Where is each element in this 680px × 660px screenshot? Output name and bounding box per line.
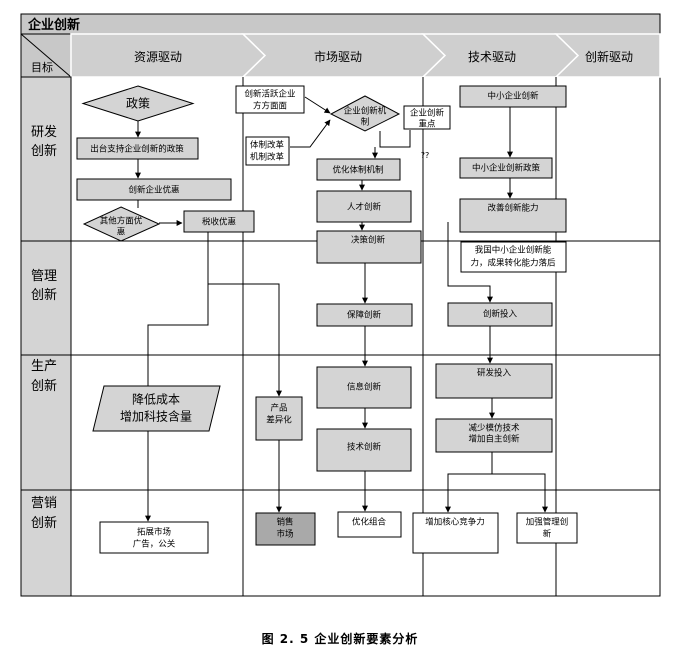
node-sme-innovation-label: 中小企业创新 bbox=[487, 91, 539, 102]
row-label-production: 创新 bbox=[31, 378, 57, 394]
node-other-benefit-label: 惠 bbox=[117, 227, 126, 238]
row-label-column bbox=[20, 76, 72, 597]
node-info bbox=[316, 366, 412, 409]
node-sales-market-label: 销售 bbox=[276, 517, 293, 528]
node-other-benefit-label: 其他方面优 bbox=[100, 216, 143, 227]
node-core-comp bbox=[412, 512, 499, 554]
driver-label-market: 市场驱动 bbox=[314, 49, 362, 64]
node-core-comp-label: 增加核心竞争力 bbox=[425, 517, 485, 528]
row-label-management: 管理 bbox=[31, 269, 57, 284]
node-guarantee bbox=[316, 303, 413, 327]
row-label-management: 创新 bbox=[31, 287, 57, 303]
driver-label-tech: 技术驱动 bbox=[468, 50, 516, 64]
node-reduce-cost bbox=[92, 385, 221, 432]
node-decision-label: 决策创新 bbox=[351, 235, 386, 246]
row-label-rd: 创新 bbox=[31, 143, 57, 159]
node-other-benefit bbox=[82, 206, 161, 242]
connector-line bbox=[379, 130, 411, 148]
connector-arrow bbox=[492, 473, 548, 513]
node-optimize-combo bbox=[337, 511, 402, 538]
node-optimize-mechanism bbox=[316, 158, 401, 181]
node-decision bbox=[316, 230, 422, 264]
node-improve-capacity bbox=[459, 198, 567, 233]
node-weak-capacity-label: 我国中小企业创新能 bbox=[475, 245, 552, 256]
node-mechanism-label: 制 bbox=[361, 117, 370, 128]
node-weak-capacity bbox=[460, 241, 567, 273]
node-guarantee-label: 保障创新 bbox=[347, 310, 382, 321]
node-expand-market-label: 广告，公关 bbox=[133, 539, 176, 550]
node-mechanism-label: 企业创新机 bbox=[344, 106, 387, 117]
node-sales-market-label: 市场 bbox=[276, 529, 293, 540]
node-reduce-cost-label: 降低成本 bbox=[132, 393, 180, 407]
node-innovation-benefit bbox=[76, 178, 232, 201]
node-focus-label: 企业创新 bbox=[410, 108, 445, 119]
node-management-label: 新 bbox=[543, 529, 552, 540]
connector-arrow bbox=[290, 119, 331, 148]
corner-diagonal bbox=[20, 33, 72, 78]
node-focus-label: 重点 bbox=[418, 119, 436, 130]
node-issue-policy bbox=[76, 137, 199, 160]
node-mechanism bbox=[329, 95, 401, 132]
node-invest-label: 创新投入 bbox=[483, 309, 518, 320]
row-label-production: 生产 bbox=[31, 359, 57, 374]
node-talent-label: 人才创新 bbox=[347, 202, 382, 213]
node-sme-innovation bbox=[459, 85, 567, 108]
node-tech bbox=[316, 428, 412, 472]
node-talent bbox=[316, 190, 412, 223]
node-own-tech-label: 增加自主创新 bbox=[468, 434, 520, 445]
node-system-reform-label: 机制改革 bbox=[250, 152, 285, 163]
node-optimize-mechanism-label: 优化体制机制 bbox=[332, 165, 383, 176]
node-product-diff-label: 产品 bbox=[270, 403, 287, 414]
node-focus bbox=[403, 105, 451, 130]
node-issue-policy-label: 出台支持企业创新的政策 bbox=[90, 144, 184, 155]
row-label-marketing: 营销 bbox=[31, 496, 57, 511]
node-tax-benefit bbox=[183, 210, 255, 233]
driver-label-innovation: 创新驱动 bbox=[585, 49, 633, 64]
node-sme-policy bbox=[459, 157, 553, 179]
node-product-diff-label: 差异化 bbox=[266, 415, 292, 426]
node-market-guide bbox=[235, 85, 305, 114]
connector-arrow bbox=[208, 283, 282, 397]
node-improve-capacity-label: 改善创新能力 bbox=[487, 203, 538, 214]
node-tech-label: 技术创新 bbox=[347, 442, 382, 453]
node-rd-invest-label: 研发投入 bbox=[477, 368, 512, 379]
connector-arrow bbox=[447, 222, 493, 303]
node-reduce-cost-label: 增加科技含量 bbox=[120, 409, 192, 424]
node-policy bbox=[81, 85, 195, 122]
node-policy-label: 政策 bbox=[126, 97, 150, 111]
node-innovation-benefit-label: 创新企业优惠 bbox=[128, 185, 179, 196]
node-market-guide-label: 创新活跃企业 bbox=[244, 89, 295, 100]
node-weak-capacity-label: 力，成果转化能力落后 bbox=[470, 258, 556, 269]
unclear-mark: ?? bbox=[421, 151, 430, 160]
node-management bbox=[516, 512, 578, 544]
node-product-diff bbox=[255, 396, 303, 441]
connector-arrow bbox=[304, 96, 331, 114]
node-sme-policy-label: 中小企业创新政策 bbox=[472, 163, 541, 174]
innovation-flowchart: 企业创新 目标 资源驱动 市场驱动 技术驱动 创新驱动 研发 创新 管理 创新 … bbox=[20, 13, 661, 597]
figure-caption: 图 2. 5 企业创新要素分析 bbox=[261, 632, 419, 646]
diagram-title: 企业创新 bbox=[27, 17, 80, 33]
node-management-label: 加强管理创 bbox=[526, 517, 569, 528]
title-bar bbox=[20, 13, 661, 35]
node-system-reform bbox=[245, 136, 290, 166]
node-own-tech-label: 减少模仿技术 bbox=[468, 423, 520, 434]
node-invest bbox=[447, 302, 553, 327]
node-rd-invest bbox=[435, 363, 553, 399]
node-expand-market bbox=[99, 521, 209, 554]
node-market-guide-label: 方方面面 bbox=[253, 101, 288, 112]
corner-label: 目标 bbox=[31, 60, 53, 74]
driver-chevron-innovation bbox=[554, 33, 661, 78]
node-sales-market bbox=[255, 512, 316, 546]
node-info-label: 信息创新 bbox=[347, 382, 382, 393]
node-system-reform-label: 体制改革 bbox=[250, 140, 285, 151]
driver-label-resource: 资源驱动 bbox=[134, 50, 182, 64]
node-tax-benefit-label: 税收优惠 bbox=[202, 217, 236, 228]
node-own-tech bbox=[435, 418, 553, 453]
row-label-rd: 研发 bbox=[31, 124, 57, 140]
node-optimize-combo-label: 优化组合 bbox=[352, 517, 387, 528]
row-label-marketing: 创新 bbox=[31, 515, 57, 531]
node-expand-market-label: 拓展市场 bbox=[137, 527, 171, 538]
connector-arrow bbox=[445, 452, 493, 513]
